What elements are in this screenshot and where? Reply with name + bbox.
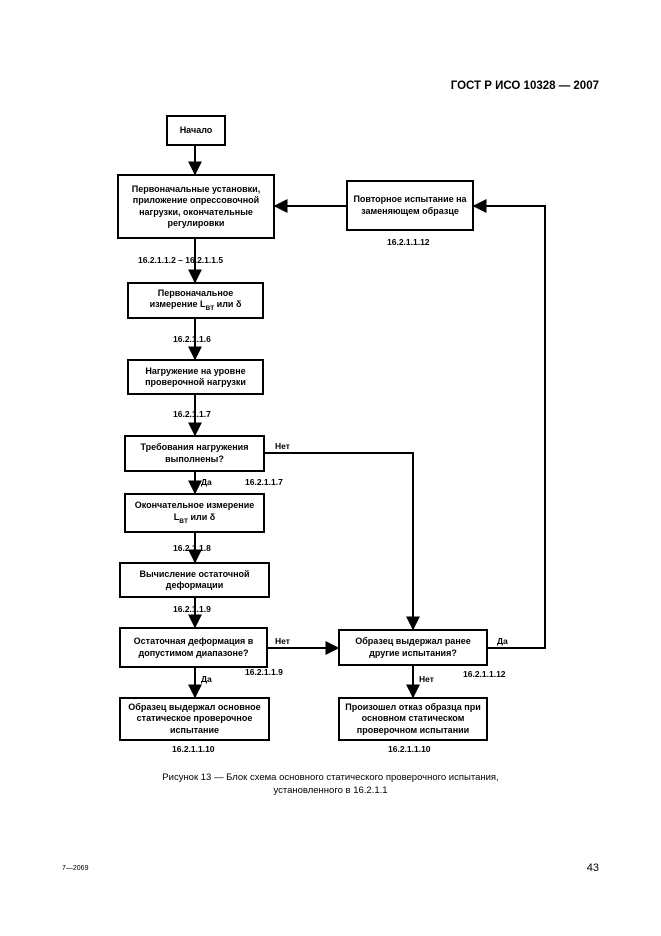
label-no-residual: Нет bbox=[275, 636, 290, 646]
loading-label: Нагружение на уровне проверочной нагрузк… bbox=[145, 365, 246, 387]
label-yes-passed-other: Да bbox=[497, 636, 508, 646]
initial-measure-label: Первоначальное измерение LBT или δ bbox=[133, 288, 258, 313]
figure-caption-line2: установленного в 16.2.1.1 bbox=[273, 784, 388, 796]
final-measure-suffix: или δ bbox=[187, 511, 216, 522]
ref-loading: 16.2.1.1.7 bbox=[173, 409, 211, 419]
initial-measure-box: Первоначальное измерение LBT или δ bbox=[127, 282, 264, 319]
footer-code: 7—2069 bbox=[62, 865, 89, 872]
requirements-box: Требования нагружения выполнены? bbox=[124, 435, 265, 472]
ref-residual-check: 16.2.1.1.9 bbox=[245, 667, 283, 677]
document-header: ГОСТ Р ИСО 10328 — 2007 bbox=[450, 80, 599, 92]
initial-measure-suffix: или δ bbox=[214, 299, 242, 310]
ref-sample-passed: 16.2.1.1.10 bbox=[172, 744, 215, 754]
label-yes-requirements: Да bbox=[201, 477, 212, 487]
final-measure-label: Окончательное измерение LBT или δ bbox=[130, 500, 259, 525]
residual-check-box: Остаточная деформация в допустимом диапа… bbox=[119, 627, 268, 668]
ref-initial-measure: 16.2.1.1.6 bbox=[173, 334, 211, 344]
arrow-passed-other-yes bbox=[472, 199, 546, 649]
loading-box: Нагружение на уровне проверочной нагрузк… bbox=[127, 359, 264, 395]
sample-failed-box: Произошел отказ образца при основном ста… bbox=[338, 697, 488, 741]
label-no-requirements: Нет bbox=[275, 441, 290, 451]
final-measure-subscript: BT bbox=[179, 517, 188, 525]
arrow-requirements-no bbox=[265, 452, 420, 631]
ref-residual-calc: 16.2.1.1.9 bbox=[173, 604, 211, 614]
sample-passed-label: Образец выдержал основное статическое пр… bbox=[128, 702, 261, 735]
figure-caption: Рисунок 13 — Блок схема основного статич… bbox=[0, 772, 661, 798]
page-number: 43 bbox=[586, 862, 599, 874]
passed-other-box: Образец выдержал ранее другие испытания? bbox=[338, 629, 488, 666]
final-measure-box: Окончательное измерение LBT или δ bbox=[124, 493, 265, 533]
sample-failed-label: Произошел отказ образца при основном ста… bbox=[345, 702, 481, 735]
requirements-label: Требования нагружения выполнены? bbox=[140, 442, 249, 464]
retest-box: Повторное испытание на заменяющем образц… bbox=[346, 180, 474, 231]
figure-caption-line1: Рисунок 13 — Блок схема основного статич… bbox=[162, 772, 499, 783]
ref-passed-other: 16.2.1.1.12 bbox=[463, 669, 506, 679]
ref-final-measure: 16.2.1.1.8 bbox=[173, 543, 211, 553]
initial-measure-text: Первоначальное измерение L bbox=[149, 287, 234, 310]
passed-other-label: Образец выдержал ранее другие испытания? bbox=[355, 636, 471, 658]
ref-sample-failed: 16.2.1.1.10 bbox=[388, 744, 431, 754]
start-box-label: Начало bbox=[179, 124, 213, 135]
initial-measure-subscript: BT bbox=[205, 304, 215, 312]
initial-setup-box: Первоначальные установки, приложение опр… bbox=[117, 174, 275, 239]
ref-setup: 16.2.1.1.2 – 16.2.1.1.5 bbox=[138, 255, 224, 265]
residual-calc-box: Вычисление остаточной деформации bbox=[119, 562, 270, 598]
final-measure-text: Окончательное измерение L bbox=[134, 500, 255, 522]
residual-check-label: Остаточная деформация в допустимом диапа… bbox=[133, 636, 254, 658]
initial-setup-label: Первоначальные установки, приложение опр… bbox=[131, 184, 261, 228]
ref-retest: 16.2.1.1.12 bbox=[387, 237, 430, 247]
start-box: Начало bbox=[166, 115, 226, 146]
label-yes-residual: Да bbox=[201, 674, 212, 684]
label-no-passed-other: Нет bbox=[419, 674, 434, 684]
retest-label: Повторное испытание на заменяющем образц… bbox=[353, 194, 467, 216]
sample-passed-box: Образец выдержал основное статическое пр… bbox=[119, 697, 270, 741]
residual-calc-label: Вычисление остаточной деформации bbox=[139, 568, 250, 590]
ref-requirements: 16.2.1.1.7 bbox=[245, 477, 283, 487]
